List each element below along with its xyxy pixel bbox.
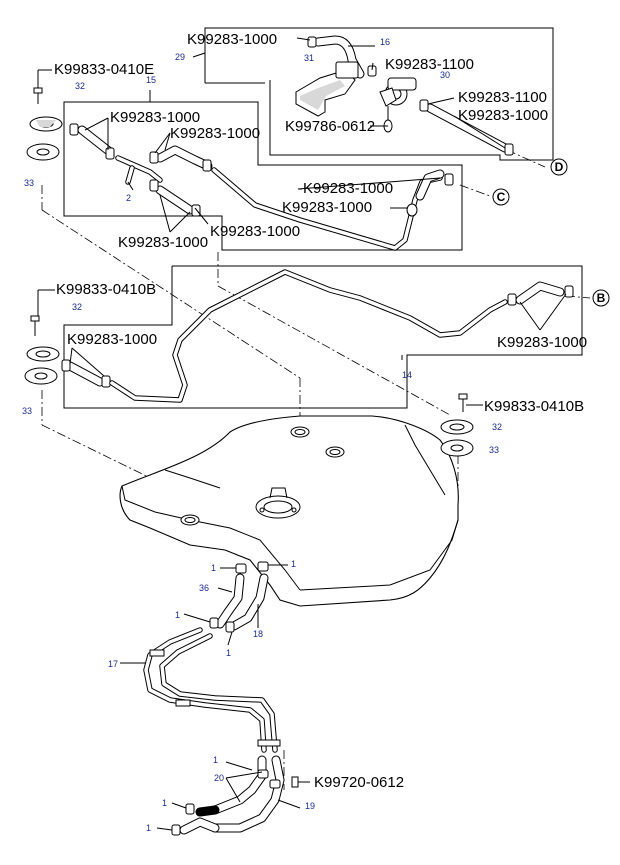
part-number-label: K99283-1100 xyxy=(385,56,474,73)
ref-number: 1 xyxy=(226,648,231,658)
part-number-label: K99833-0410B xyxy=(484,398,584,415)
ref-number: 30 xyxy=(440,70,450,80)
connector-d: D xyxy=(550,158,568,176)
grommet-33-mid xyxy=(24,367,58,385)
bolt-32-mid xyxy=(26,315,60,362)
ref-number: 32 xyxy=(492,422,502,432)
ref-number: 18 xyxy=(253,629,263,639)
hose-assembly-16 xyxy=(307,35,377,79)
fuel-tank xyxy=(119,415,459,607)
grommet-33-right xyxy=(440,439,474,457)
part-number-label: K99283-1000 xyxy=(110,109,200,126)
part-number-label: K99720-0612 xyxy=(314,774,404,791)
hose-right-upper xyxy=(419,99,514,156)
ref-number: 32 xyxy=(72,302,82,312)
part-number-label: K99283-1000 xyxy=(170,125,260,142)
ref-number: 1 xyxy=(175,610,180,620)
group-box-29 xyxy=(192,27,554,161)
ref-number: 17 xyxy=(108,659,118,669)
ref-number: 14 xyxy=(402,370,412,380)
reference-numbers: 29 16 31 30 15 32 33 2 32 33 14 32 33 1 … xyxy=(22,37,502,833)
connector-b: B xyxy=(592,289,610,307)
part-number-label: K99283-1000 xyxy=(458,107,548,124)
ref-number: 15 xyxy=(146,75,156,85)
bolt-32-top xyxy=(29,87,63,132)
connector-c: C xyxy=(492,188,510,206)
group-box-14 xyxy=(63,265,583,409)
hose-assembly-14 xyxy=(61,269,574,403)
part-number-label: K99833-0410B xyxy=(56,281,156,298)
ref-number: 1 xyxy=(213,755,218,765)
ref-number: 1 xyxy=(146,823,151,833)
part-number-label: K99283-1000 xyxy=(210,223,300,240)
part-number-label: K99833-0410E xyxy=(54,61,154,78)
ref-number: 33 xyxy=(22,406,32,416)
ref-number: 20 xyxy=(214,773,224,783)
leader-lines xyxy=(37,37,567,831)
lower-hoses xyxy=(143,561,310,836)
group-box-15 xyxy=(63,90,463,251)
grommet-33-top xyxy=(26,143,60,161)
connector-c-label: C xyxy=(497,190,506,204)
hose-clamp xyxy=(307,36,317,48)
part-number-label: K99786-0612 xyxy=(285,118,375,135)
ref-number: 16 xyxy=(380,37,390,47)
bolt-32-right xyxy=(440,393,474,435)
ref-number: 33 xyxy=(489,445,499,455)
part-number-label: K99283-1000 xyxy=(282,199,372,216)
ref-number: 36 xyxy=(199,583,209,593)
part-number-label: K99283-1000 xyxy=(187,31,277,48)
ref-number: 33 xyxy=(24,178,34,188)
part-number-label: K99283-1000 xyxy=(118,234,208,251)
ref-number: 1 xyxy=(211,563,216,573)
ref-number: 32 xyxy=(75,81,85,91)
ref-number: 29 xyxy=(175,52,185,62)
ref-number: 1 xyxy=(291,559,296,569)
hose-clamp xyxy=(367,65,377,77)
part-number-label: K99283-1000 xyxy=(303,180,393,197)
part-number-label: K99283-1100 xyxy=(458,89,547,106)
ref-number: 19 xyxy=(305,801,315,811)
connector-b-label: B xyxy=(597,291,606,305)
ref-number: 1 xyxy=(162,798,167,808)
ref-number: 31 xyxy=(304,53,314,63)
part-number-labels: K99283-1000 K99283-1100 K99283-1100 K992… xyxy=(54,31,587,791)
part-number-label: K99283-1000 xyxy=(497,334,587,351)
valve-30 xyxy=(379,77,417,133)
part-number-label: K99283-1000 xyxy=(67,331,157,348)
hose-assembly-15 xyxy=(69,123,454,251)
bracket-31 xyxy=(295,61,359,117)
connector-d-label: D xyxy=(555,160,564,174)
ref-number: 2 xyxy=(126,193,131,203)
